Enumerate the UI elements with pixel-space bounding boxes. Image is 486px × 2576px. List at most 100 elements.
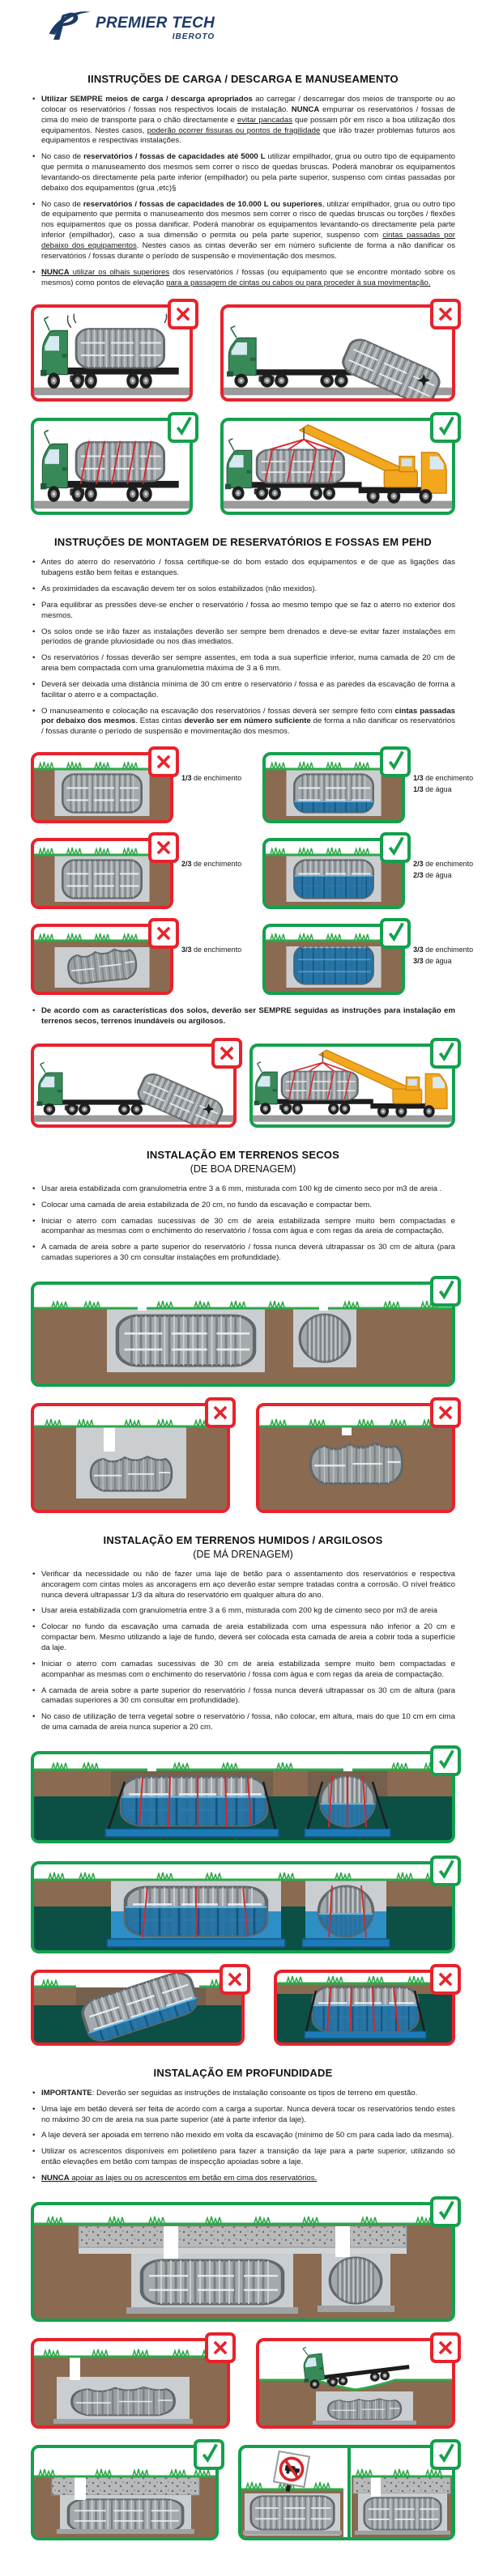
bullet-item: NUNCA utilizar os olhais superiores dos … <box>32 268 455 289</box>
cross-icon <box>430 299 461 330</box>
figure-row-dry-wrong <box>31 1396 461 1513</box>
fill-label: 3/3 de enchimento 3/3 de água <box>413 946 474 965</box>
fill-2-3-no-water-forbidden <box>31 832 179 910</box>
cross-icon <box>148 746 179 778</box>
figure-dry-deformed-sand-forbidden <box>31 1396 236 1513</box>
premier-tech-logo: PREMIER TECH IBEROTO <box>47 10 486 42</box>
figure-crane-unloading-allowed-2 <box>249 1037 461 1128</box>
section-title: IINSTRUÇÕES DE CARGA / DESCARGA E MANUSE… <box>87 73 399 85</box>
bullet-item: A camada de areia sobre a parte superior… <box>32 1686 455 1707</box>
truck-strapped-tank-illustration <box>34 421 190 512</box>
figure-truck-vibration-forbidden <box>31 299 198 402</box>
cross-icon <box>148 918 179 950</box>
figure-row-handling <box>31 1037 461 1128</box>
truck-over-buried-tank-illustration <box>259 2341 452 2425</box>
fill-label: 3/3 de enchimento <box>181 946 242 954</box>
bullet-item: Colocar no fundo da escavação uma camada… <box>32 1622 455 1654</box>
figure-wet-anchored-allowed <box>31 1745 461 1843</box>
bullet-item: IMPORTANTE: Deverão ser seguidas as inst… <box>32 2089 455 2099</box>
bullet-item: Os reservatórios / fossas deverão ser se… <box>32 653 455 674</box>
bullet-item: A laje deverá ser apoiada em terreno não… <box>32 2131 455 2141</box>
bullet-item: No caso de reservatórios / fossas de cap… <box>32 152 455 193</box>
figure-dry-deformed-no-sand-forbidden <box>256 1396 461 1513</box>
check-icon <box>430 2196 461 2227</box>
bullet-list: IMPORTANTE: Deverão ser seguidas as inst… <box>32 2089 455 2184</box>
figure-wet-floating-forbidden <box>31 1963 250 2046</box>
figure-row-deep-wrong <box>31 2332 461 2429</box>
bullet-item: No caso de utilização de terra vegetal s… <box>32 1712 455 1733</box>
fill-3-3-no-water-forbidden <box>31 918 179 996</box>
buried-tank-no-water-illustration <box>34 847 170 907</box>
figure-truck-tipping-forbidden <box>220 299 461 402</box>
figure-row-wet-wrong <box>31 1963 461 2046</box>
figure-row-deep-right <box>31 2438 461 2540</box>
dry-terrain-cross-section-illustration <box>34 1300 452 1384</box>
section-title: INSTALAÇÃO EM PROFUNDIDADE <box>153 2066 333 2079</box>
bullet-item: Para equilibrar as pressões deve-se ench… <box>32 601 455 622</box>
figure-truck-tipping-forbidden-2 <box>31 1037 242 1128</box>
deep-tank-no-slab-deformed-illustration <box>34 2348 227 2425</box>
cross-icon <box>205 2332 236 2363</box>
buried-tank-full-water-illustration <box>266 933 403 993</box>
section-carga-descarga: IINSTRUÇÕES DE CARGA / DESCARGA E MANUSE… <box>0 73 486 516</box>
bullet-item: Uma laje em betão deverá ser feita de ac… <box>32 2105 455 2126</box>
bullet-item: Iniciar o aterro com camadas sucessivas … <box>32 1217 455 1238</box>
section-montagem: INSTRUÇÕES DE MONTAGEM DE RESERVATÓRIOS … <box>0 536 486 1128</box>
fill-label: 2/3 de enchimento <box>181 860 242 869</box>
fill-label: 1/3 de enchimento <box>181 774 242 783</box>
figure-row-loading-wrong <box>31 299 461 402</box>
figure-row-loading-right <box>31 412 461 516</box>
fill-row-2: 2/3 de enchimento <box>31 832 473 910</box>
bullet-item: Usar areia estabilizada com granulometri… <box>32 1184 455 1195</box>
figure-wet-high-water-forbidden <box>274 1963 461 2046</box>
check-icon <box>380 918 411 950</box>
buried-tank-no-water-illustration <box>34 761 170 821</box>
figure-dry-install-allowed <box>31 1275 461 1387</box>
section-terrenos-humidos: INSTALAÇÃO EM TERRENOS HUMIDOS / ARGILOS… <box>0 1534 486 2046</box>
bullet-item: Verificar da necessidade ou não de fazer… <box>32 1570 455 1601</box>
figure-wet-sand-backfill-allowed <box>31 1855 461 1953</box>
bullet-item: NUNCA apoiar as lajes ou os acrescentos … <box>32 2174 455 2184</box>
logo-swoosh-icon <box>49 11 91 40</box>
figure-deep-truck-over-tank-forbidden <box>256 2332 461 2429</box>
no-trucks-sign-icon <box>272 2450 311 2492</box>
fill-3-3-with-water-allowed <box>262 918 411 996</box>
division-text: IBEROTO <box>172 32 215 41</box>
figure-deep-no-slab-forbidden <box>31 2332 236 2429</box>
bullet-item: Utilizar SEMPRE meios de carga / descarg… <box>32 95 455 147</box>
bullet-item: Antes do aterro do reservatório / fossa … <box>32 558 455 579</box>
bullet-item: Iniciar o aterro com camadas sucessivas … <box>32 1660 455 1681</box>
check-icon <box>430 1745 461 1776</box>
slab-over-tank-illustration <box>34 2465 215 2537</box>
check-icon <box>430 1275 461 1307</box>
section-title: INSTALAÇÃO EM TERRENOS SECOS <box>147 1148 339 1161</box>
figure-no-traffic-and-slab-allowed <box>238 2438 461 2540</box>
truck-loose-tank-illustration <box>34 308 190 398</box>
bullet-item: Utilizar os acrescentos disponíveis em p… <box>32 2147 455 2168</box>
check-icon <box>380 746 411 778</box>
section-subtitle: (DE MÁ DRENAGEM) <box>193 1548 293 1560</box>
check-icon <box>168 412 198 444</box>
fill-1-3-with-water-allowed <box>262 746 411 824</box>
cross-icon <box>430 2332 461 2363</box>
tank-submerged-high-water-illustration <box>277 1975 452 2043</box>
bullet-list: Antes do aterro do reservatório / fossa … <box>32 558 455 738</box>
bullet-item: A camada de areia sobre a parte superior… <box>32 1243 455 1264</box>
cross-icon <box>220 1963 250 1995</box>
deep-install-slab-cross-section-illustration <box>34 2215 452 2319</box>
crane-lifting-tank-illustration <box>253 1047 452 1124</box>
figure-slab-over-tank-allowed <box>31 2438 224 2540</box>
no-truck-sign-and-slab-illustration <box>241 2447 452 2537</box>
section-profundidade: INSTALAÇÃO EM PROFUNDIDADE IMPORTANTE: D… <box>0 2067 486 2540</box>
check-icon <box>380 832 411 864</box>
bullet-item: Usar areia estabilizada com granulometri… <box>32 1606 455 1617</box>
bullet-list: Utilizar SEMPRE meios de carga / descarg… <box>32 95 455 288</box>
fill-2-3-with-water-allowed <box>262 832 411 910</box>
wet-terrain-sand-backfill-cross-section-illustration <box>34 1871 452 1950</box>
header: PREMIER TECH IBEROTO <box>0 0 486 52</box>
cross-icon <box>148 832 179 864</box>
deformed-tank-deep-sand-illustration <box>34 1413 227 1510</box>
crane-lifting-tank-illustration <box>224 421 452 512</box>
wet-terrain-anchored-cross-section-illustration <box>34 1761 452 1840</box>
fill-diagram: 1/3 de enchimento <box>0 746 486 996</box>
